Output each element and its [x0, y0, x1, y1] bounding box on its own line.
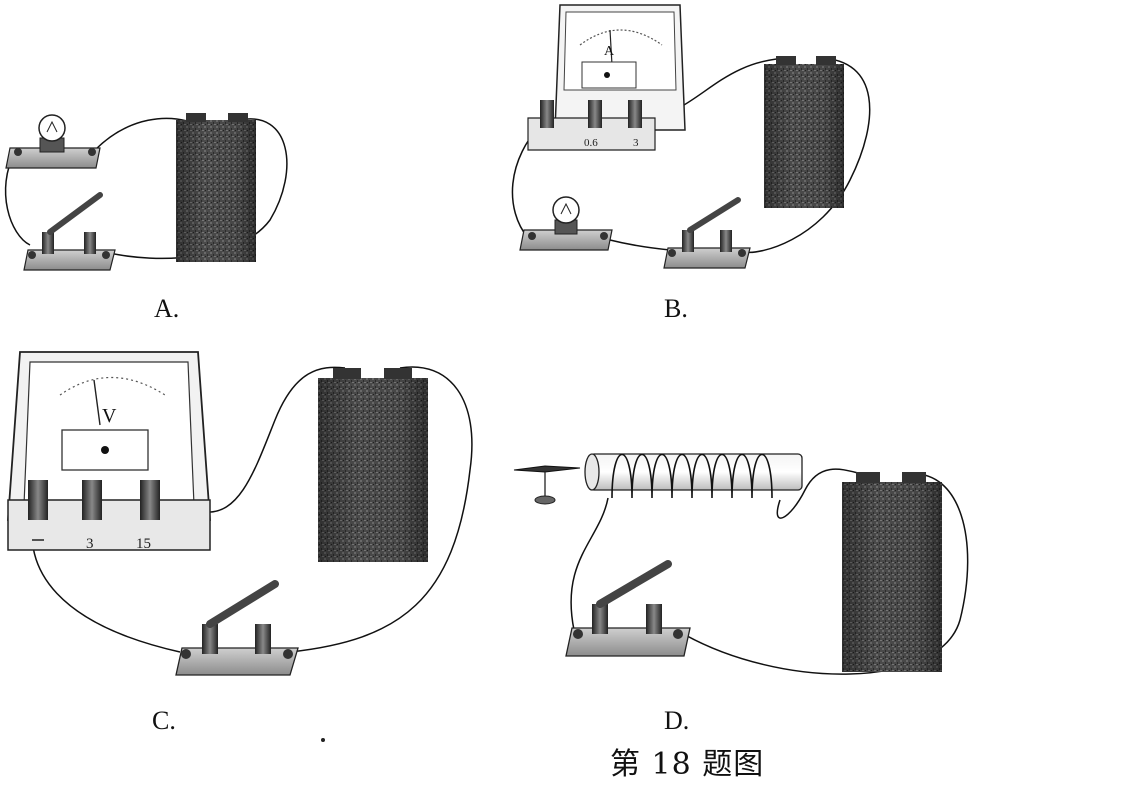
panel-a-wire [104, 118, 288, 260]
ammeter-letter: A [604, 44, 615, 59]
voltmeter-letter: V [102, 405, 117, 427]
figure-caption: 第 18 题图 [610, 747, 765, 782]
battery-cell [764, 56, 844, 208]
ammeter-terminal-label: 0.6 [584, 137, 598, 149]
panel-d-wire [776, 468, 863, 519]
panel-a-wire [94, 117, 191, 151]
battery-cell [176, 113, 256, 262]
panel-b-wire [609, 239, 671, 251]
panel-a-circuit [4, 113, 288, 271]
panel-c-circuit: V 3 15 [7, 351, 473, 676]
voltmeter-terminal-label: 15 [136, 536, 151, 552]
voltmeter-terminal-label: 3 [86, 536, 94, 552]
knife-switch [565, 560, 691, 657]
light-bulb [552, 196, 580, 224]
panel-b-label: B. [664, 294, 688, 323]
voltmeter: V 3 15 [7, 351, 211, 552]
panel-b-wire [744, 57, 871, 254]
coil-winding [611, 453, 773, 499]
knife-switch [175, 580, 299, 676]
battery-cell [318, 368, 428, 562]
battery-cell [842, 472, 942, 672]
ammeter: A 0.6 3 [527, 4, 686, 151]
panel-c-label: C. [152, 706, 176, 735]
panel-b-circuit: A 0.6 3 [511, 4, 871, 269]
scan-speck [321, 738, 325, 742]
ammeter-terminal-label: 3 [633, 137, 639, 149]
panel-d-circuit [513, 453, 969, 675]
light-bulb [38, 114, 66, 142]
panel-d-wire [679, 473, 969, 675]
knife-switch [663, 197, 751, 269]
knife-switch [23, 192, 116, 271]
panel-c-wire [204, 366, 346, 513]
panel-d-label: D. [664, 706, 690, 735]
compass-needle [513, 465, 581, 505]
solenoid [584, 453, 803, 499]
panel-d-wire [570, 497, 609, 631]
bulb-holder [519, 196, 613, 251]
panel-a-label: A. [154, 294, 180, 323]
panel-c-wire [289, 366, 473, 653]
bulb-holder [5, 114, 101, 169]
